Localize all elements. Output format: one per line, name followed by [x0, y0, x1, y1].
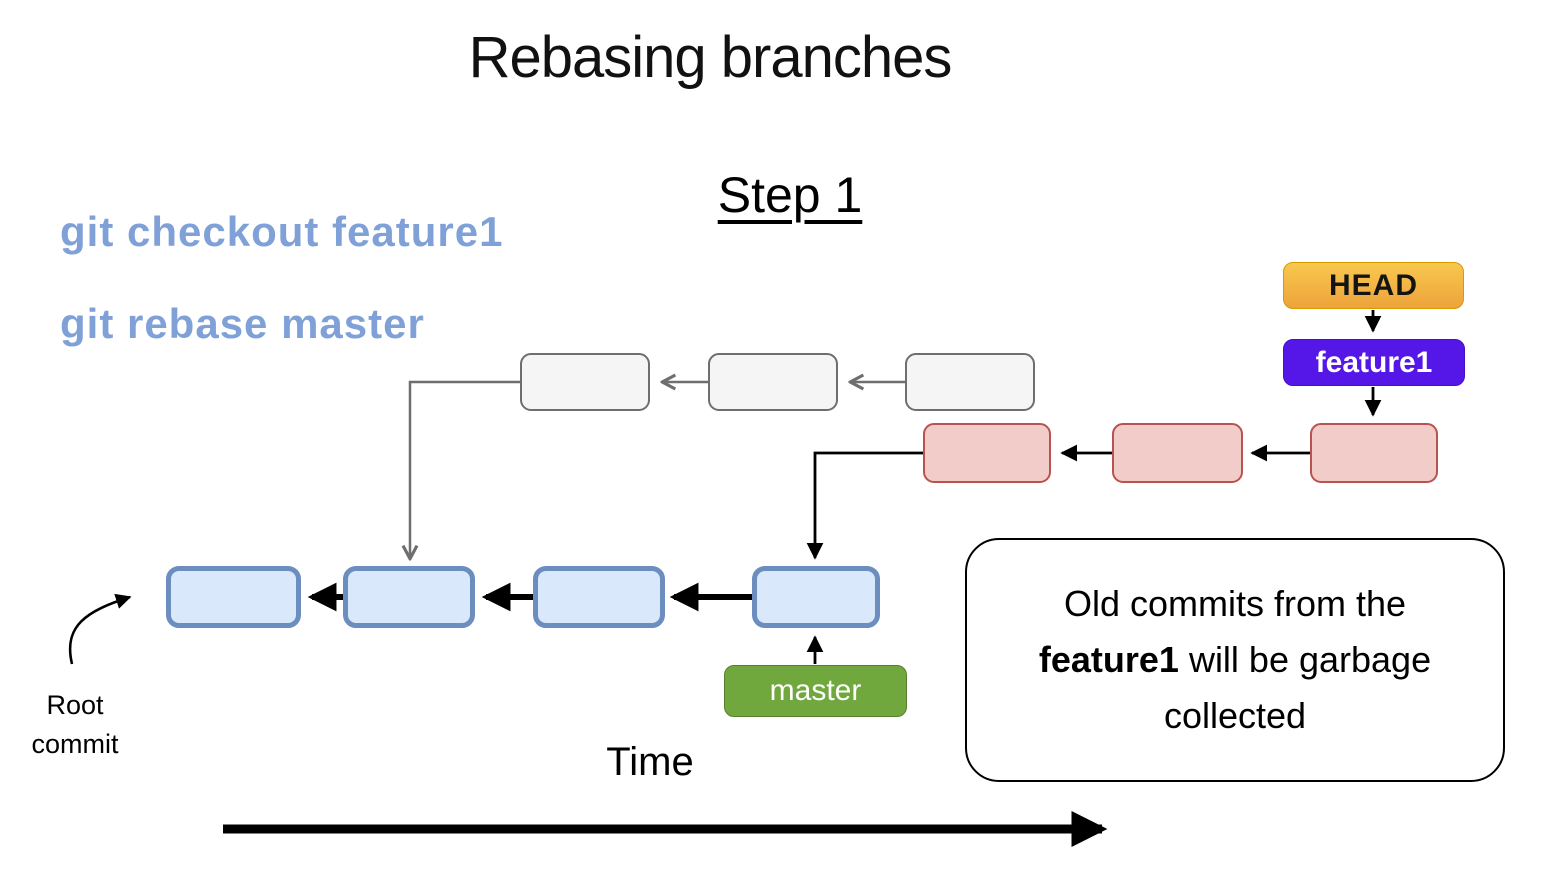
feature1-branch-tag: feature1	[1283, 339, 1465, 386]
master-branch-tag: master	[724, 665, 907, 717]
commit-new-feature1-3	[1310, 423, 1438, 483]
time-axis-label: Time	[606, 740, 694, 784]
head-tag: HEAD	[1283, 262, 1464, 309]
commit-master-2	[343, 566, 475, 628]
git-command-checkout: git checkout feature1	[60, 208, 504, 255]
callout-text-before: Old commits from the	[1063, 583, 1407, 625]
step-heading: Step 1	[717, 167, 863, 223]
commit-master-1	[166, 566, 301, 628]
root-commit-label: Root commit	[31, 690, 119, 760]
git-command-rebase: git rebase master	[60, 300, 425, 347]
commit-old-feature1-1	[520, 353, 650, 411]
callout-text-after: will be garbage collected	[1163, 639, 1432, 736]
commit-master-4	[752, 566, 880, 628]
garbage-collect-text: Old commits from the feature1 will be ga…	[993, 576, 1477, 743]
commit-new-feature1-2	[1112, 423, 1243, 483]
commit-old-feature1-3	[905, 353, 1035, 411]
garbage-collect-callout: Old commits from the feature1 will be ga…	[965, 538, 1505, 782]
root-commit-arrow	[68, 593, 132, 665]
page-title: Rebasing branches	[468, 25, 953, 90]
commit-master-3	[533, 566, 665, 628]
commit-new-feature1-1	[923, 423, 1051, 483]
callout-text-bold: feature1	[1038, 639, 1179, 681]
commit-old-feature1-2	[708, 353, 838, 411]
